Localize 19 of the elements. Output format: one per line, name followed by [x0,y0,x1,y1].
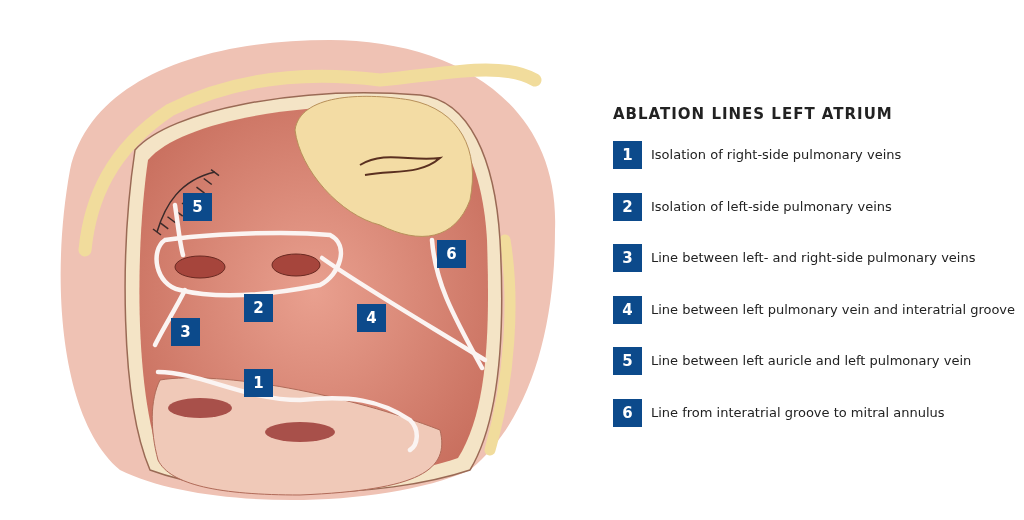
callout-number: 1 [244,369,273,397]
legend-number: 4 [613,295,642,324]
callout-number: 3 [171,318,200,346]
legend-title: ABLATION LINES LEFT ATRIUM [613,105,893,123]
callout-number: 2 [244,294,273,322]
callout-number: 5 [183,193,212,221]
legend-number: 2 [613,192,642,221]
legend-number: 1 [613,141,642,169]
legend-text: Line between left pulmonary vein and interatrial groove [651,301,1016,318]
legend-number: 5 [613,347,642,375]
legend-number: 6 [613,398,642,427]
callout-number: 6 [437,240,466,268]
legend-number: 3 [613,244,642,272]
legend-text: Isolation of left-side pulmonary veins [651,198,892,215]
legend-text: Line from interatrial groove to mitral annulus [651,404,945,421]
legend-text: Line between left auricle and left pulmonary vein [651,353,972,369]
callout-number: 4 [357,304,386,332]
legend-text: Line between left- and right-side pulmonary veins [651,250,976,266]
legend-text: Isolation of right-side pulmonary veins [651,147,902,163]
